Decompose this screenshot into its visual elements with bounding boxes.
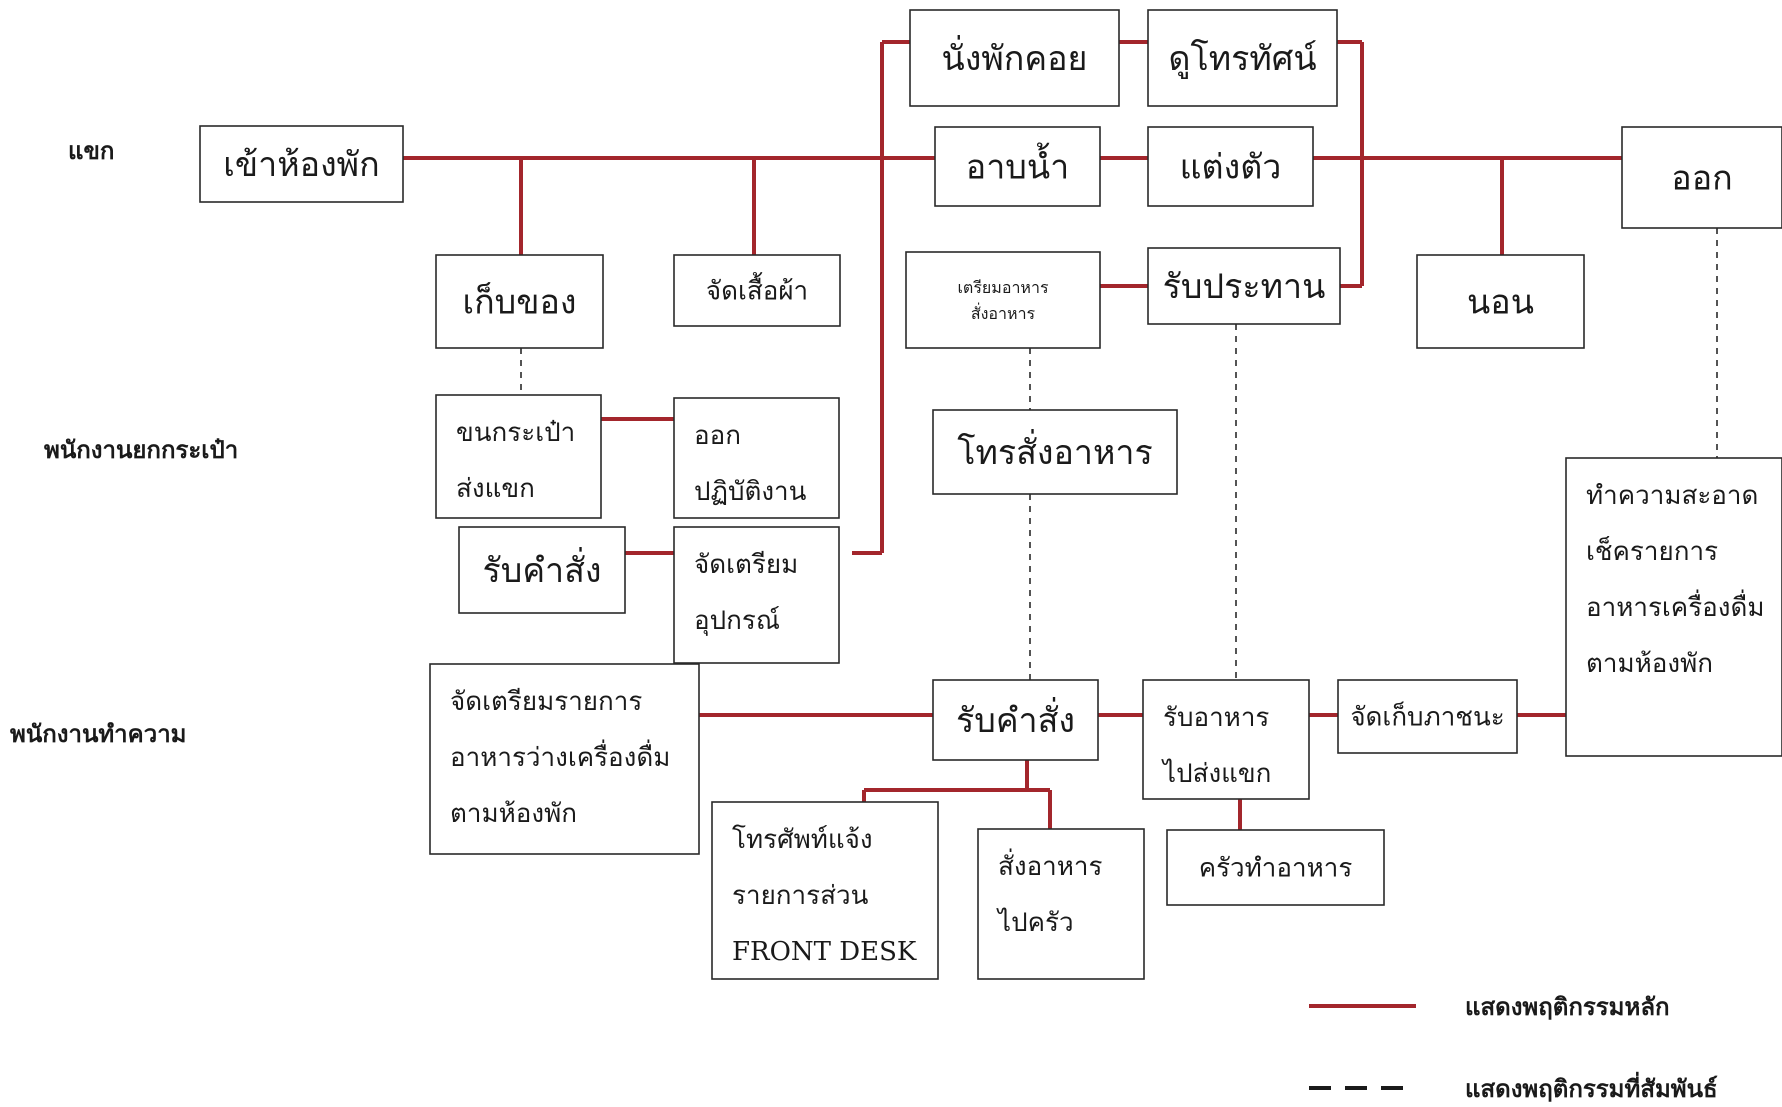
node-dress: แต่งตัว [1147,126,1314,207]
node-label-line: แต่งตัว [1180,148,1282,188]
node-check-in: เข้าห้องพัก [199,125,404,203]
node-receive-orders-hk: รับคำสั่ง [932,679,1099,761]
node-box [673,397,840,519]
node-label-line: ตามห้องพัก [450,799,577,829]
node-watch-tv: ดูโทรทัศน์ [1147,9,1338,107]
node-box [458,526,626,614]
node-label-line: จัดเตรียม [694,550,798,580]
node-label-line: สั่งอาหาร [998,848,1103,882]
node-relax: นั่งพักคอย [909,9,1120,107]
node-box [932,679,1099,761]
node-box [673,254,841,327]
node-label-line: รับประทาน [1163,267,1326,307]
node-label-line: โทรศัพท์แจ้ง [732,824,873,855]
node-eat: รับประทาน [1147,247,1341,325]
node-box [1621,126,1782,229]
node-label-line: นั่งพักคอย [942,35,1088,79]
node-label-line: ไปส่งแขก [1161,758,1271,789]
related-connectors [520,228,1718,680]
node-box [435,394,602,519]
node-box [1166,829,1385,906]
node-label-line: รับคำสั่ง [956,697,1075,741]
node-box [673,526,840,664]
node-box [905,251,1101,349]
legend-main-label: แสดงพฤติกรรมหลัก [1465,992,1670,1021]
node-box [1147,126,1314,207]
node-arrange-clothes: จัดเสื้อผ้า [673,254,841,327]
node-check-out: ออก [1621,126,1782,229]
node-label-line: ตามห้องพัก [1586,649,1713,679]
row-label-guest: แขก [68,136,114,165]
node-sleep: นอน [1416,254,1585,349]
legend: แสดงพฤติกรรมหลัก แสดงพฤติกรรมที่สัมพันธ์ [1309,992,1718,1103]
node-label-line: โทรสั่งอาหาร [957,429,1153,473]
node-prepare-equipment: จัดเตรียมอุปกรณ์ [673,526,840,664]
node-label-line: เช็ครายการ [1586,535,1718,567]
node-label-line: เข้าห้องพัก [223,145,379,185]
node-label-line: จัดเตรียมรายการ [450,687,642,717]
legend-related-label: แสดงพฤติกรรมที่สัมพันธ์ [1465,1071,1718,1103]
row-label-housekeeper: พนักงานทำความ [10,719,186,748]
node-label-line: FRONT DESK [732,937,917,967]
node-label-line: ดูโทรทัศน์ [1168,39,1316,79]
node-bathe: อาบน้ำ [934,126,1101,207]
node-label-line: ออก [694,421,741,451]
node-label-line: อุปกรณ์ [694,606,780,636]
node-label-line: อาหารเครื่องดื่ม [1586,589,1765,623]
node-label-line: เตรียมอาหาร [957,278,1049,297]
node-box [909,9,1120,107]
row-label-bellboy: พนักงานยกกระเป๋า [44,435,238,464]
node-label-line: อาหารว่างเครื่องดื่ม [450,739,670,773]
node-label-line: จัดเก็บภาชนะ [1350,701,1504,733]
node-label-line: ออก [1671,159,1732,199]
node-store-dishes: จัดเก็บภาชนะ [1337,679,1518,754]
node-box [711,801,939,980]
node-box [435,254,604,349]
row-labels: แขก พนักงานยกกระเป๋า พนักงานทำความ [10,136,238,748]
node-label-line: ครัวทำอาหาร [1199,854,1353,884]
node-store-items: เก็บของ [435,254,604,349]
node-box [199,125,404,203]
node-label-line: ส่งแขก [456,474,535,504]
node-label-line: ทำความสะอาด [1586,481,1758,511]
node-receive-orders-bellboy: รับคำสั่ง [458,526,626,614]
node-label-line: จัดเสื้อผ้า [706,272,808,307]
node-box [1337,679,1518,754]
node-box [1147,247,1341,325]
node-label-line: รายการส่วน [732,881,869,911]
node-box [932,409,1178,495]
node-box [429,663,700,855]
node-prepare-snack-list: จัดเตรียมรายการอาหารว่างเครื่องดื่มตามห้… [429,663,700,855]
node-label-line: สั่งอาหาร [971,302,1036,323]
node-box [1565,457,1782,757]
node-label-line: อาบน้ำ [966,143,1069,188]
node-label-line: รับอาหาร [1163,703,1269,733]
node-label-line: นอน [1467,283,1534,323]
node-box [1147,9,1338,107]
node-carry-luggage: ขนกระเป๋าส่งแขก [435,394,602,519]
node-kitchen-cooks: ครัวทำอาหาร [1166,829,1385,906]
node-box [1416,254,1585,349]
node-label-line: เก็บของ [462,282,576,323]
node-box [1142,679,1310,800]
node-label-line: ปฏิบัติงาน [694,477,807,507]
node-phone-order: โทรสั่งอาหาร [932,409,1178,495]
node-label-line: ขนกระเป๋า [456,418,575,448]
node-label-line: ไปครัว [996,907,1074,938]
node-box [977,828,1145,980]
node-clean-room: ทำความสะอาดเช็ครายการอาหารเครื่องดื่มตาม… [1565,457,1782,757]
node-label-line: รับคำสั่ง [482,547,601,591]
nodes: เข้าห้องพัก นั่งพักคอย ดูโทรทัศน์อาบน้ำ แต่… [199,9,1782,980]
node-box [934,126,1101,207]
